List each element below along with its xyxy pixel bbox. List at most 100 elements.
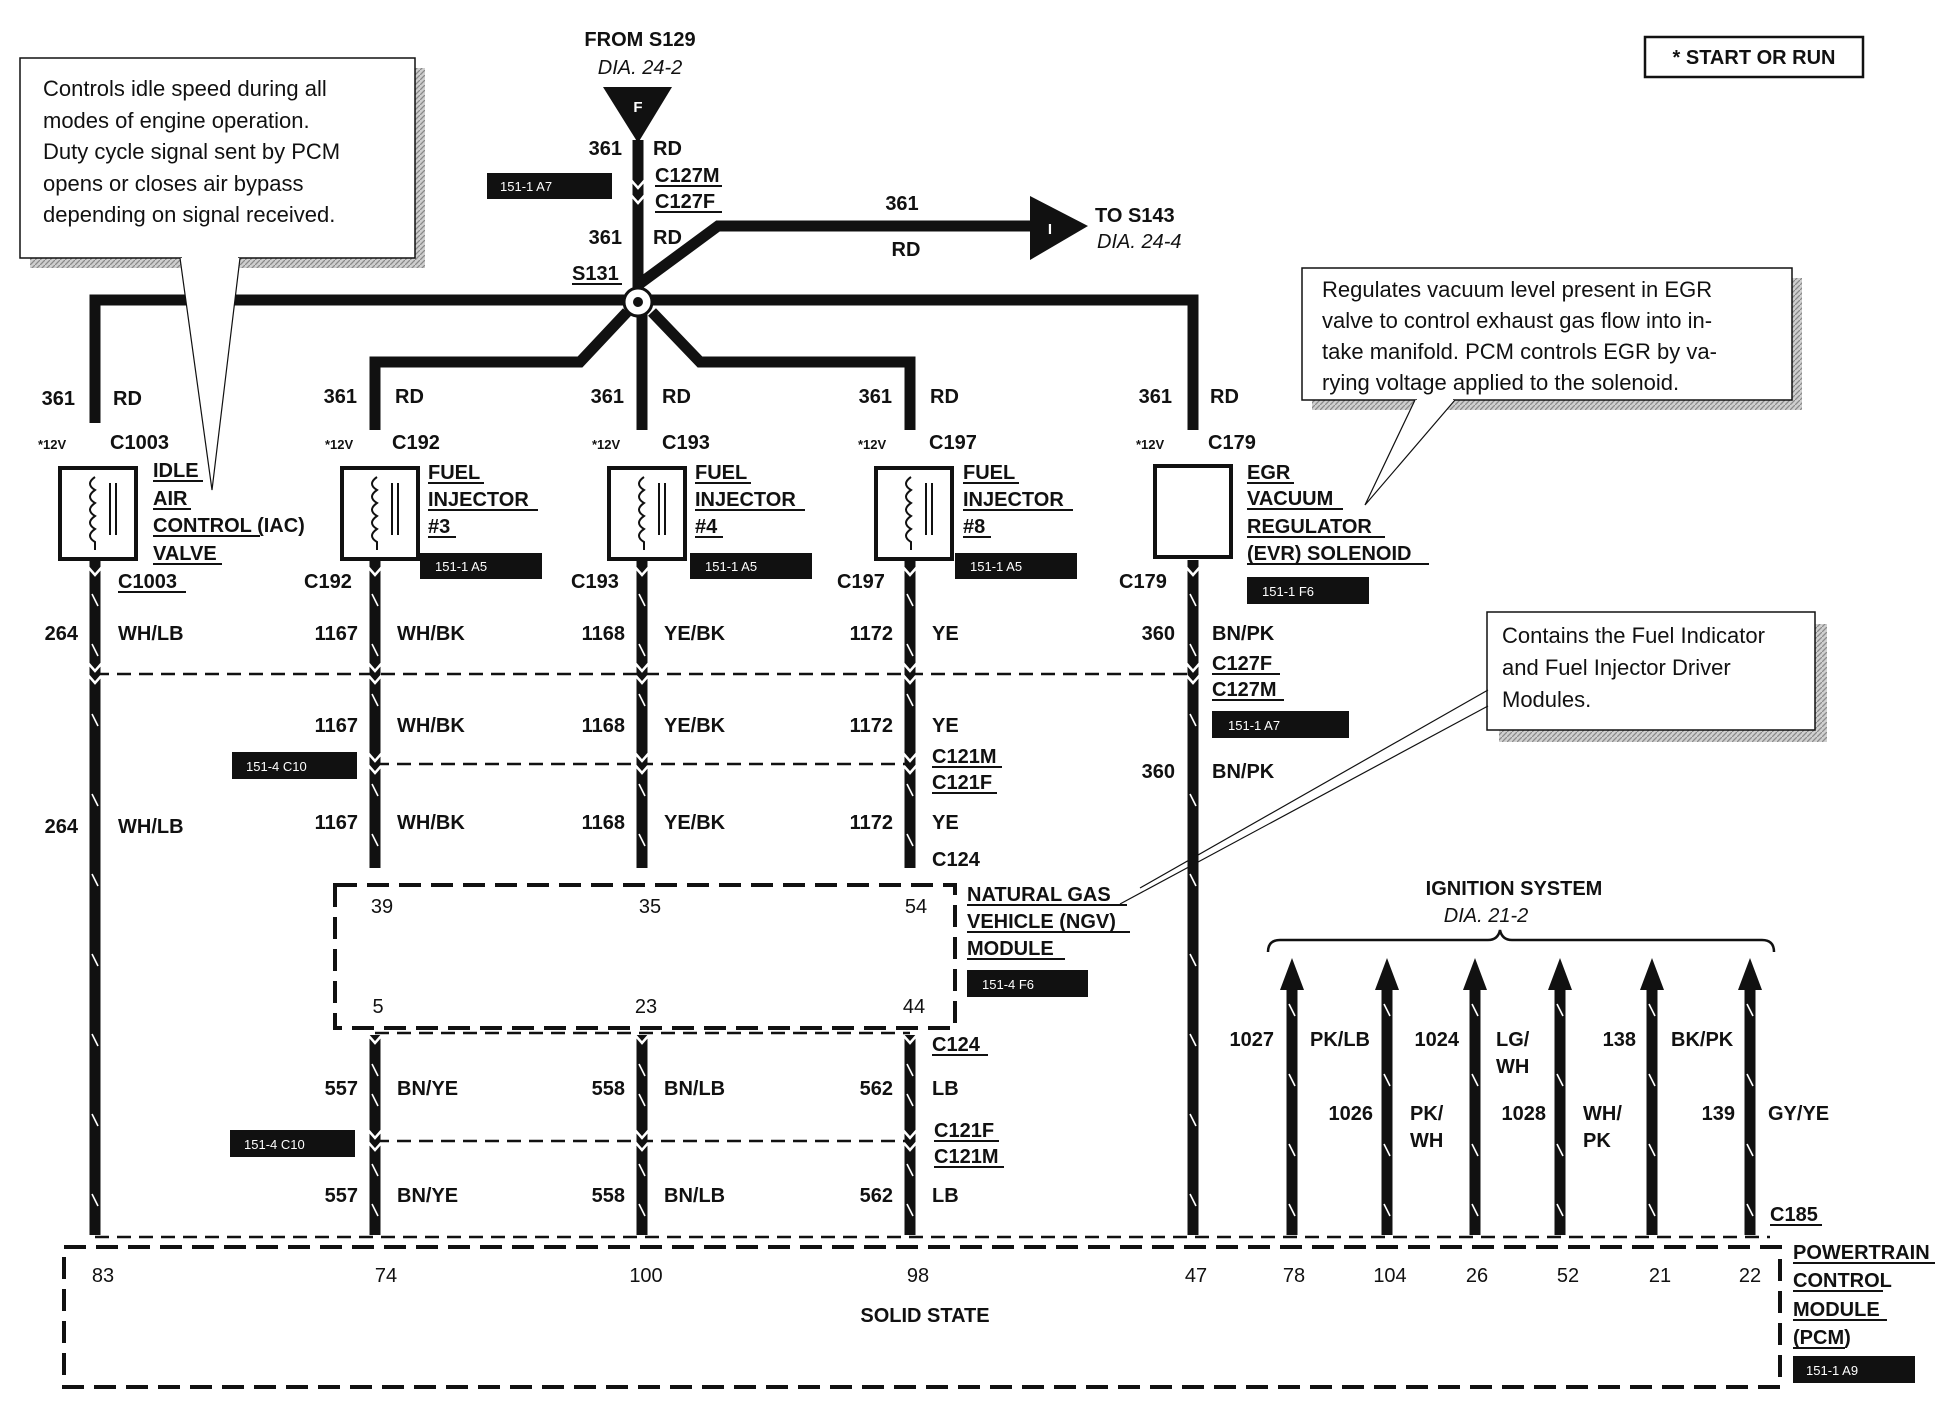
svg-text:RD: RD (1210, 386, 1239, 408)
svg-text:562: 562 (860, 1185, 893, 1207)
svg-text:47: 47 (1185, 1265, 1207, 1287)
svg-text:F: F (633, 99, 642, 116)
svg-text:IDLE: IDLE (153, 460, 199, 482)
svg-text:C179: C179 (1119, 571, 1167, 593)
ignition-system: IGNITION SYSTEM DIA. 21-2 1027 PK/LB 102… (1230, 878, 1829, 1235)
svg-text:5: 5 (372, 996, 383, 1018)
svg-text:151-1 A5: 151-1 A5 (970, 559, 1022, 574)
svg-text:361: 361 (885, 193, 918, 215)
fuel-injector-8: FUEL INJECTOR #8 151-1 A5 (874, 462, 1077, 579)
svg-text:83: 83 (92, 1265, 114, 1287)
svg-text:INJECTOR: INJECTOR (963, 489, 1064, 511)
svg-text:DIA. 21-2: DIA. 21-2 (1444, 905, 1528, 927)
svg-text:INJECTOR: INJECTOR (428, 489, 529, 511)
svg-text:361: 361 (591, 386, 624, 408)
svg-text:22: 22 (1739, 1265, 1761, 1287)
svg-text:WH/BK: WH/BK (397, 623, 465, 645)
svg-text:557: 557 (325, 1185, 358, 1207)
feed-labels: 361 RD C127M C127F 151-1 A7 361 RD S131 (487, 138, 722, 285)
svg-text:1168: 1168 (582, 812, 625, 834)
svg-text:C1003: C1003 (118, 571, 177, 593)
svg-text:LG/: LG/ (1496, 1029, 1530, 1051)
svg-text:74: 74 (375, 1265, 397, 1287)
svg-text:PK/LB: PK/LB (1310, 1029, 1370, 1051)
connector-c121-lower: 151-4 C10 C121F C121M (230, 1120, 1004, 1168)
svg-text:FUEL: FUEL (428, 462, 480, 484)
svg-text:WH/LB: WH/LB (118, 816, 184, 838)
svg-text:LB: LB (932, 1185, 959, 1207)
powertrain-control-module: 83 74 100 98 47 78 104 26 52 21 22 SOLID… (62, 1204, 1935, 1389)
svg-text:(PCM): (PCM) (1793, 1327, 1851, 1349)
wire-labels-row2: 1167 WH/BK 1168 YE/BK 1172 YE 360 BN/PK … (45, 715, 1275, 838)
svg-text:RD: RD (395, 386, 424, 408)
svg-text:151-4 C10: 151-4 C10 (246, 759, 307, 774)
svg-text:VACUUM: VACUUM (1247, 488, 1333, 510)
svg-text:54: 54 (905, 896, 927, 918)
svg-text:FUEL: FUEL (695, 462, 747, 484)
svg-text:C127F: C127F (655, 191, 715, 213)
svg-text:Modules.: Modules. (1502, 687, 1591, 712)
svg-text:MODULE: MODULE (967, 938, 1054, 960)
wire-labels-row1: 264 WH/LB 1167 WH/BK 1168 YE/BK 1172 YE … (45, 623, 1275, 645)
svg-text:C121F: C121F (934, 1120, 994, 1142)
svg-text:take manifold. PCM controls EG: take manifold. PCM controls EGR by va- (1322, 339, 1717, 364)
svg-text:1167: 1167 (315, 715, 358, 737)
svg-text:100: 100 (629, 1265, 662, 1287)
svg-text:151-1 A5: 151-1 A5 (435, 559, 487, 574)
svg-text:361: 361 (42, 388, 75, 410)
svg-text:REGULATOR: REGULATOR (1247, 516, 1372, 538)
svg-text:RD: RD (892, 239, 921, 261)
svg-text:C127M: C127M (1212, 679, 1276, 701)
svg-text:C192: C192 (392, 432, 440, 454)
svg-text:1167: 1167 (315, 623, 358, 645)
svg-text:BN/LB: BN/LB (664, 1078, 725, 1100)
branch-egr-upper: 361 RD *12V C179 (1136, 386, 1256, 454)
svg-text:depending on signal received.: depending on signal received. (43, 202, 335, 227)
svg-text:CONTROL: CONTROL (1793, 1270, 1892, 1292)
svg-text:23: 23 (635, 996, 657, 1018)
branch-iac-upper: 361 RD *12V C1003 (38, 388, 169, 454)
svg-text:39: 39 (371, 896, 393, 918)
svg-text:INJECTOR: INJECTOR (695, 489, 796, 511)
svg-text:361: 361 (589, 138, 622, 160)
svg-text:C192: C192 (304, 571, 352, 593)
svg-text:BN/PK: BN/PK (1212, 623, 1275, 645)
svg-text:LB: LB (932, 1078, 959, 1100)
lower-connector-labels: C1003 C192 C193 C197 C179 (118, 571, 1167, 593)
svg-text:*12V: *12V (38, 437, 67, 452)
svg-text:#4: #4 (695, 516, 718, 538)
callout-egr: Regulates vacuum level present in EGR va… (1301, 267, 1802, 506)
wire-labels-row5: 557 BN/YE 558 BN/LB 562 LB (325, 1185, 959, 1207)
egr-vacuum-regulator: EGR VACUUM REGULATOR (EVR) SOLENOID 151-… (1153, 462, 1429, 604)
svg-text:1172: 1172 (850, 812, 893, 834)
svg-text:WH/BK: WH/BK (397, 812, 465, 834)
svg-text:and Fuel Injector Driver: and Fuel Injector Driver (1502, 655, 1731, 680)
svg-text:WH/LB: WH/LB (118, 623, 184, 645)
svg-text:264: 264 (45, 816, 79, 838)
svg-text:138: 138 (1603, 1029, 1636, 1051)
svg-text:139: 139 (1702, 1103, 1735, 1125)
svg-text:EGR: EGR (1247, 462, 1291, 484)
svg-text:557: 557 (325, 1078, 358, 1100)
svg-text:DIA. 24-2: DIA. 24-2 (598, 57, 682, 79)
svg-text:YE/BK: YE/BK (664, 812, 726, 834)
svg-text:151-1 A7: 151-1 A7 (1228, 718, 1280, 733)
svg-text:YE: YE (932, 715, 959, 737)
svg-text:1027: 1027 (1230, 1029, 1275, 1051)
wire-361-to-s143 (634, 220, 1040, 290)
svg-text:modes of engine operation.: modes of engine operation. (43, 108, 310, 133)
svg-text:151-1 A9: 151-1 A9 (1806, 1363, 1858, 1378)
svg-text:52: 52 (1557, 1265, 1579, 1287)
svg-text:I: I (1048, 221, 1052, 238)
svg-text:RD: RD (653, 227, 682, 249)
source-from-s129: FROM S129 DIA. 24-2 F (584, 29, 696, 143)
svg-text:360: 360 (1142, 623, 1175, 645)
svg-text:MODULE: MODULE (1793, 1299, 1880, 1321)
svg-text:WH: WH (1496, 1056, 1529, 1078)
svg-text:WH/BK: WH/BK (397, 715, 465, 737)
ngv-module: 39 35 54 5 23 44 NATURAL GAS VEHICLE (NG… (333, 883, 1130, 1030)
svg-text:opens or closes air bypass: opens or closes air bypass (43, 171, 303, 196)
connector-c124-lower: C124 (932, 1034, 988, 1056)
svg-text:AIR: AIR (153, 488, 188, 510)
svg-text:* START OR RUN: * START OR RUN (1673, 47, 1836, 69)
